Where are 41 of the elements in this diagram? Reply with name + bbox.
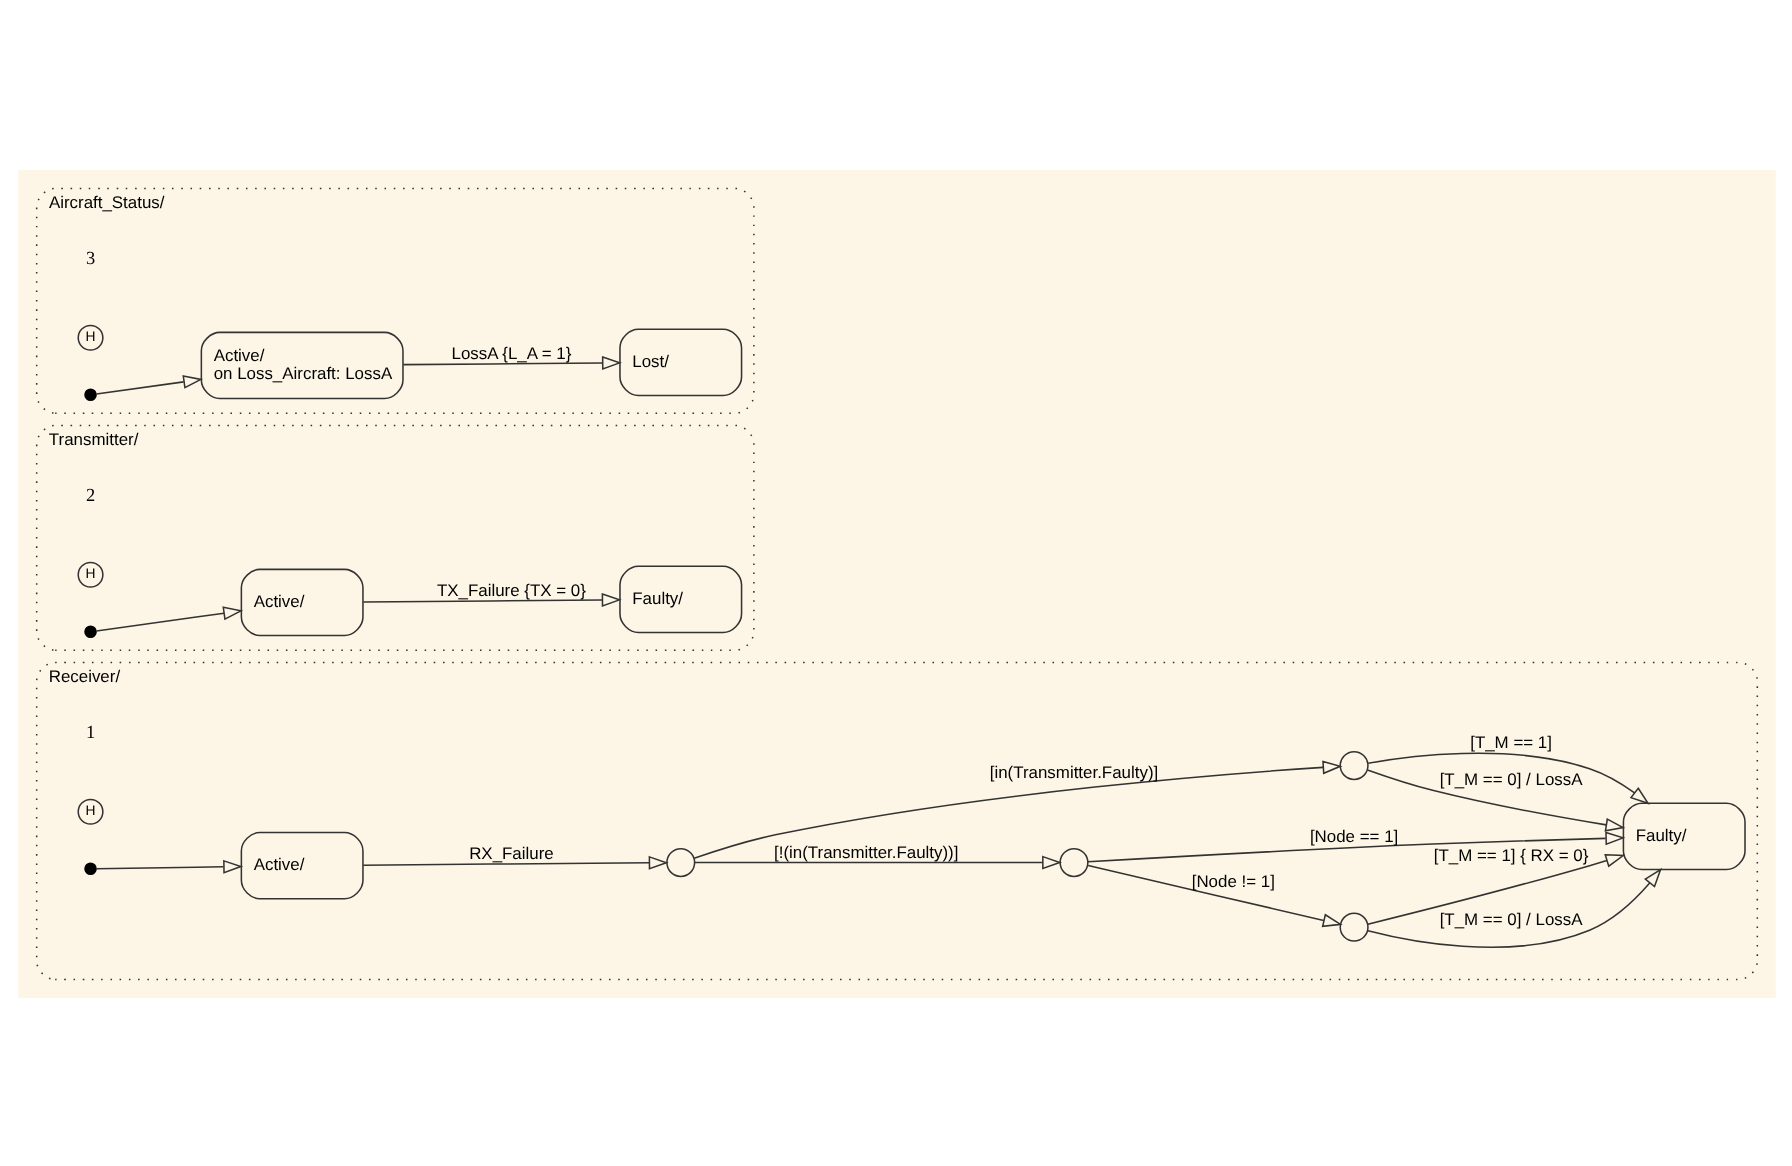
label: 3 [84,247,95,268]
edge-label: RX_Failure [468,842,553,863]
arrow [1086,863,1342,927]
label: 1 [84,721,95,742]
arrow [1366,751,1649,804]
arrow [361,854,668,869]
arrow [1365,768,1625,831]
label: 2 [84,484,95,505]
node-box: Faulty/ [618,564,742,633]
node-circle [1338,911,1368,941]
edge-label: [!(in(Transmitter.Faulty))] [773,840,958,861]
node-dot [83,387,96,400]
node-box: Active/ on Loss_Aircraft: LossA [199,330,403,399]
arrow [693,854,1062,869]
arrow [1366,853,1625,924]
node-box: Active/ [239,567,363,636]
node-circle [665,846,695,877]
arrow [94,373,203,394]
edge-label: [T_M == 1] [1469,731,1551,752]
node-circle [1338,750,1368,780]
edge-label: [Node == 1] [1308,825,1398,846]
edge-label: [Node != 1] [1190,869,1274,890]
arrow [94,858,243,873]
arrow [692,759,1342,859]
edge-label: LossA {L_A = 1} [450,341,571,362]
edge-label: [in(Transmitter.Faulty)] [988,760,1158,781]
node-box: Lost/ [618,327,742,396]
arrow [361,592,621,607]
node-dot [83,624,96,637]
node-circle [1058,846,1088,877]
arrow [401,355,621,370]
arrow [94,605,243,631]
edge-label: [T_M == 0] / LossA [1438,768,1582,789]
arrow [1086,830,1625,862]
edge-label: [T_M == 0] / LossA [1438,908,1582,929]
edge-label: [T_M == 1] { RX = 0} [1432,843,1588,864]
node-box: Faulty/ [1621,801,1745,870]
arrow [1366,866,1662,947]
edge-label: TX_Failure {TX = 0} [435,579,585,599]
node-dot [83,861,96,875]
node-box: Active/ [239,830,363,899]
